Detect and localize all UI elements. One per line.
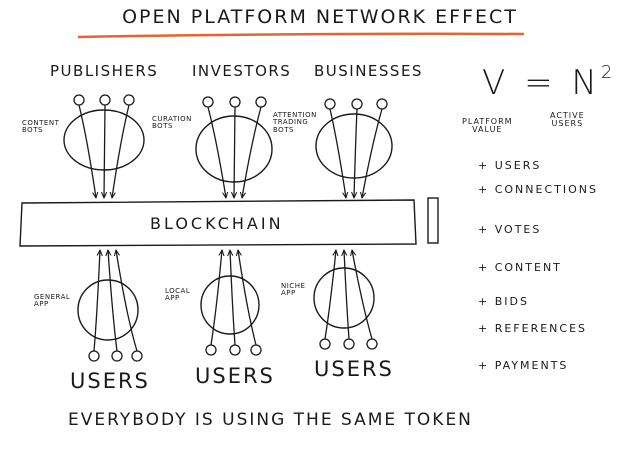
arrow-to-blockchain xyxy=(207,106,226,198)
blockchain-bar-end xyxy=(427,197,439,244)
growth-item: + USERS xyxy=(478,159,542,172)
arrow-to-blockchain xyxy=(104,104,105,198)
app-circle xyxy=(313,267,375,329)
niche-app-label: NICHE APP xyxy=(281,282,306,298)
user-node xyxy=(131,350,143,362)
businesses-heading: BUSINESSES xyxy=(314,62,423,80)
arrow-to-blockchain xyxy=(234,106,235,198)
formula-base: N xyxy=(571,63,601,103)
user-node xyxy=(319,338,331,350)
user-node xyxy=(376,98,388,110)
content-bots-label: CONTENT BOTS xyxy=(22,119,60,135)
bot-circle xyxy=(315,113,393,179)
user-node xyxy=(255,96,267,108)
user-node xyxy=(111,350,123,362)
users-label-local: USERS xyxy=(195,364,275,388)
arrow-to-blockchain xyxy=(362,108,383,198)
user-node xyxy=(88,350,100,362)
arrow-to-blockchain xyxy=(238,250,257,346)
arrow-to-blockchain xyxy=(354,108,358,198)
users-label-niche: USERS xyxy=(314,357,394,381)
growth-item: + PAYMENTS xyxy=(478,359,569,372)
formula-lhs: V xyxy=(482,63,510,103)
arrow-to-blockchain xyxy=(116,250,138,352)
user-node xyxy=(351,98,363,110)
growth-item: + BIDS xyxy=(478,295,529,308)
arrow-to-blockchain xyxy=(210,250,222,346)
active-users-label: ACTIVE USERS xyxy=(550,111,585,129)
growth-item: + VOTES xyxy=(478,223,542,236)
arrow-to-blockchain xyxy=(324,250,336,340)
attention-trading-bots-label: ATTENTION TRADING BOTS xyxy=(273,111,317,134)
user-node xyxy=(99,94,111,106)
value-formula: V = N2 xyxy=(482,63,616,103)
formula-equals: = xyxy=(524,63,557,103)
arrow-to-blockchain xyxy=(230,250,236,346)
growth-item: + REFERENCES xyxy=(478,322,588,335)
general-app-label: GENERAL APP xyxy=(34,293,71,309)
arrow-to-blockchain xyxy=(352,250,373,340)
formula-exponent: 2 xyxy=(600,61,617,83)
user-node xyxy=(205,344,217,356)
local-app-label: LOCAL APP xyxy=(165,287,191,303)
user-node xyxy=(123,94,135,106)
growth-item: + CONNECTIONS xyxy=(478,183,598,196)
user-node xyxy=(366,338,378,350)
publishers-heading: PUBLISHERS xyxy=(50,62,159,80)
footer-text: EVERYBODY IS USING THE SAME TOKEN xyxy=(68,410,473,430)
arrow-to-blockchain xyxy=(93,250,100,352)
platform-value-label: PLATFORM VALUE xyxy=(462,117,513,135)
title-underline xyxy=(77,32,525,39)
blockchain-label: BLOCKCHAIN xyxy=(150,214,284,233)
curation-bots-label: CURATION BOTS xyxy=(152,115,192,131)
app-circle xyxy=(200,275,260,335)
growth-item: + CONTENT xyxy=(478,261,562,274)
arrow-to-blockchain xyxy=(344,250,350,340)
app-circle xyxy=(77,279,139,341)
arrow-to-blockchain xyxy=(108,250,118,352)
user-node xyxy=(229,96,241,108)
user-node xyxy=(229,344,241,356)
user-node xyxy=(202,96,214,108)
arrow-to-blockchain xyxy=(242,106,262,198)
arrow-to-blockchain xyxy=(329,108,346,198)
blockchain-bar xyxy=(19,199,417,247)
investors-heading: INVESTORS xyxy=(192,62,292,80)
user-node xyxy=(324,98,336,110)
user-node xyxy=(343,338,355,350)
page-title: OPEN PLATFORM NETWORK EFFECT xyxy=(122,6,518,28)
user-node xyxy=(73,94,85,106)
user-node xyxy=(250,344,262,356)
arrow-to-blockchain xyxy=(112,104,130,198)
arrow-to-blockchain xyxy=(78,104,96,198)
users-label-general: USERS xyxy=(70,369,150,393)
